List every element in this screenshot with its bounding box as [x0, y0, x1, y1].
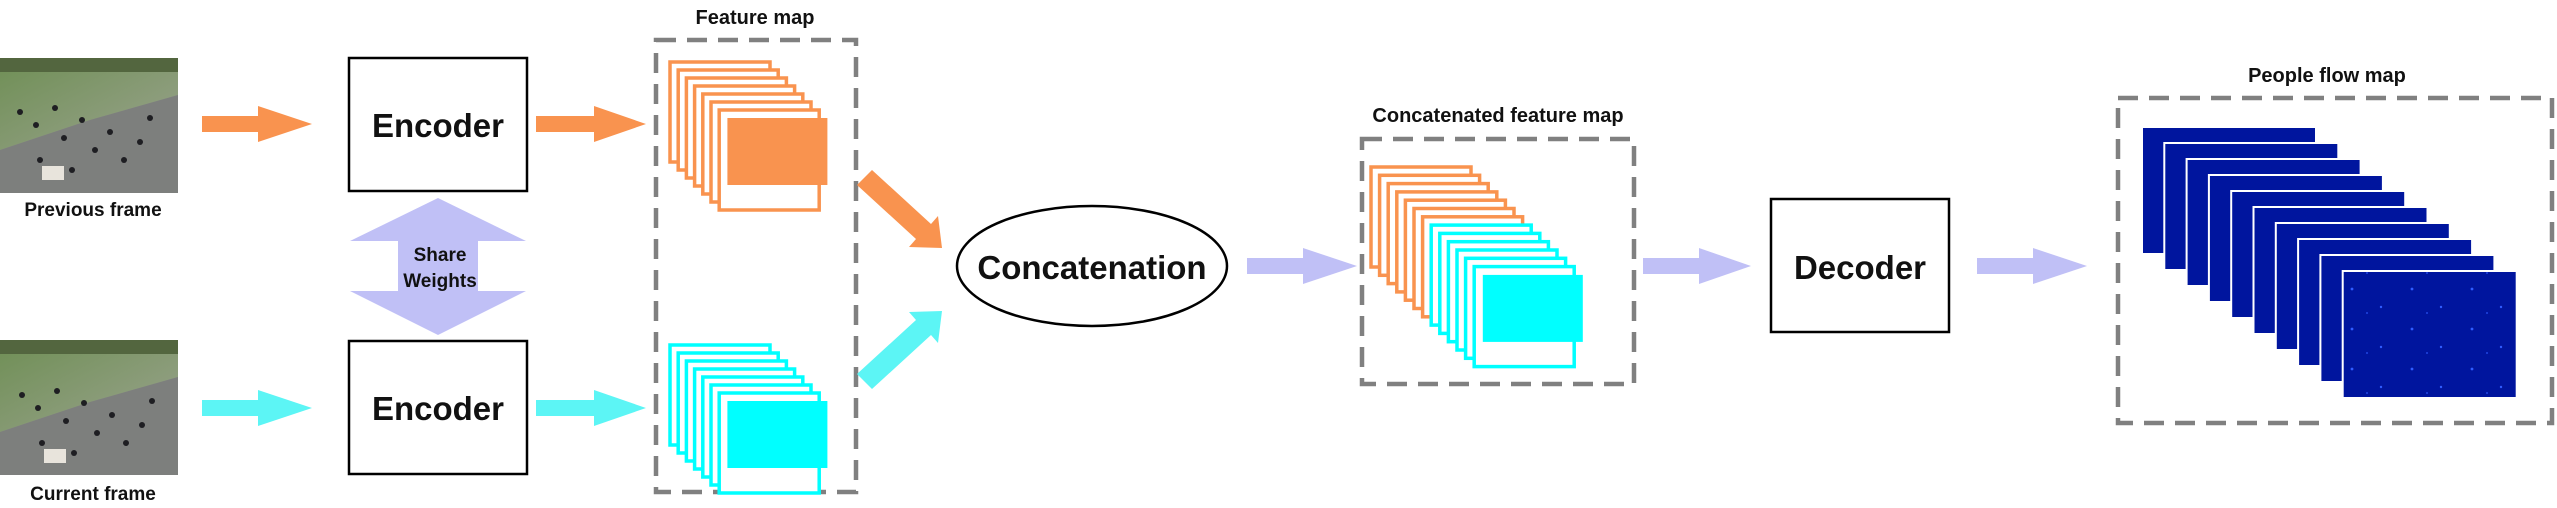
- orange-feature-layer-8: [727, 118, 828, 185]
- concatenated-layer-14: [1482, 274, 1583, 342]
- cyan-feature-layer-8: [727, 401, 828, 468]
- encoder-top-label: Encoder: [372, 107, 504, 144]
- previous-frame-image: [0, 58, 178, 193]
- previous-frame-label: Previous frame: [24, 200, 161, 221]
- arrow-encoder-bottom-to-feature: [536, 390, 646, 426]
- share-weights-line1: Share: [414, 245, 467, 266]
- share-weights-arrow: [350, 198, 526, 335]
- arrow-to-decoder: [1643, 248, 1751, 284]
- people-flow-map-container: [2115, 95, 2555, 426]
- concatenation-label: Concatenation: [977, 249, 1206, 286]
- arrow-current-to-encoder: [202, 390, 312, 426]
- share-weights-line2: Weights: [403, 271, 477, 292]
- concatenated-map-container: [1359, 136, 1637, 387]
- arrow-to-concatenated-map: [1247, 248, 1357, 284]
- concatenated-map-title: Concatenated feature map: [1372, 105, 1623, 127]
- concatenated-map-stack: [1369, 165, 1583, 369]
- people-flow-map-title: People flow map: [2248, 65, 2406, 87]
- people-flow-layer-10: [2341, 270, 2518, 399]
- people-flow-map-stack: [2141, 126, 2518, 399]
- arrow-cyan-to-concatenation: [857, 311, 942, 389]
- decoder-box: [1769, 197, 1951, 334]
- current-frame-label: Current frame: [30, 484, 156, 505]
- concatenation-ellipse: [955, 204, 1229, 328]
- arrow-orange-to-concatenation: [857, 170, 942, 248]
- current-frame-image: [0, 340, 178, 475]
- encoder-top-box: [347, 56, 529, 193]
- feature-map-stack-cyan: [668, 343, 828, 495]
- feature-map-title: Feature map: [696, 7, 815, 29]
- encoder-bottom-box: [347, 339, 529, 476]
- arrow-to-people-flow-map: [1977, 248, 2087, 284]
- arrow-previous-to-encoder: [202, 106, 312, 142]
- feature-map-stack-orange: [668, 60, 828, 212]
- encoder-bottom-label: Encoder: [372, 390, 504, 427]
- arrow-encoder-top-to-feature: [536, 106, 646, 142]
- decoder-label: Decoder: [1794, 249, 1926, 286]
